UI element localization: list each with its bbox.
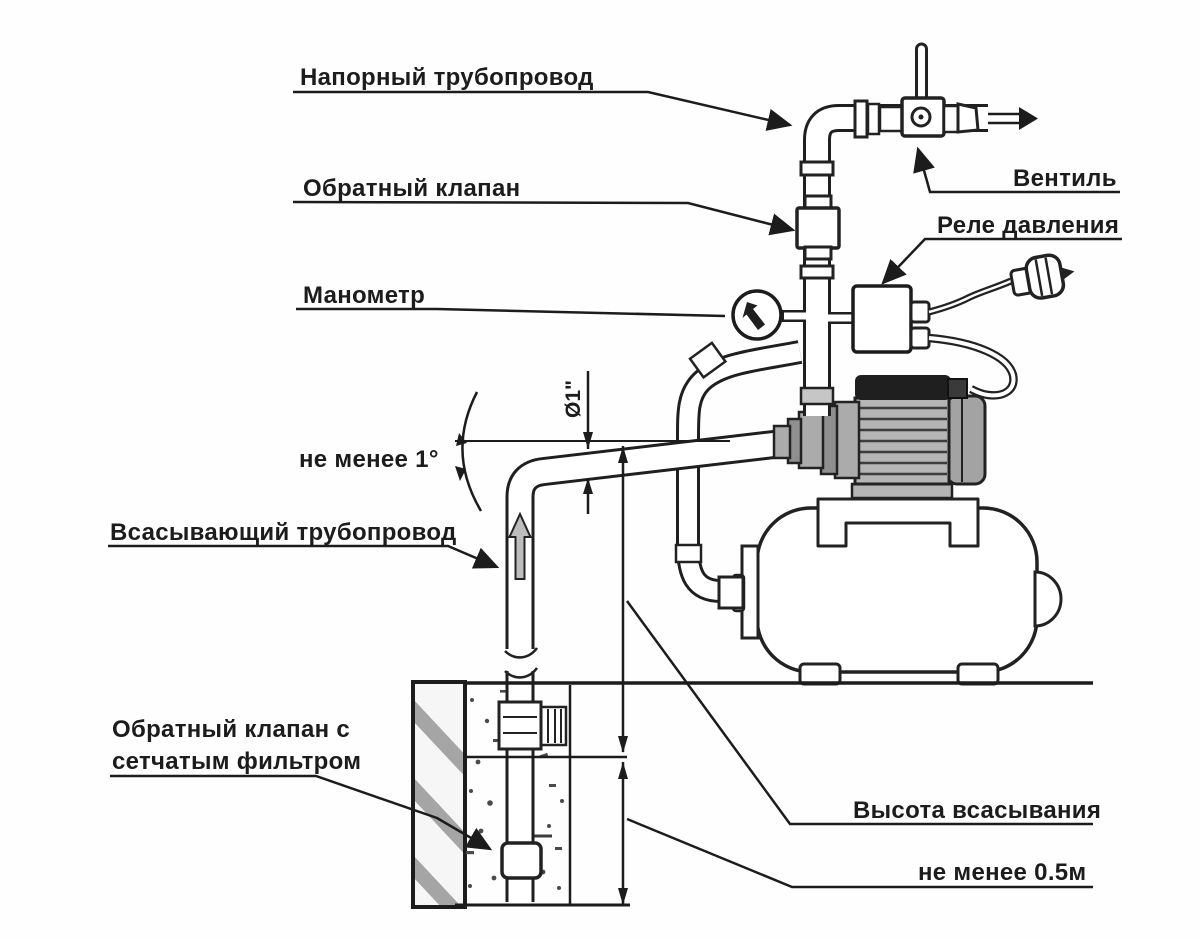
pressure-relay — [851, 253, 1075, 400]
pipe-break-upper — [504, 647, 539, 659]
power-plug — [1009, 253, 1075, 300]
foot-valve — [500, 841, 543, 880]
label-pressure-pipe: Напорный трубопровод — [300, 64, 594, 91]
slope-arc-arrow-bottom — [455, 466, 466, 481]
motor-ribs — [857, 406, 947, 476]
pressure-pipe-assembly — [731, 42, 1075, 416]
leader-pressure-pipe — [293, 90, 793, 131]
leader-suction-height — [625, 600, 1093, 826]
pipe-union-fitting — [688, 341, 728, 380]
label-min-slope: не менее 1° — [299, 446, 439, 473]
label-foot-valve-2: сетчатым фильтром — [112, 748, 361, 775]
pump-top-collar — [799, 386, 835, 406]
tank-foot-left — [798, 662, 842, 686]
manometer-gauge — [731, 289, 783, 341]
leader-min-depth — [626, 817, 1093, 889]
leader-lines — [108, 90, 1122, 889]
label-pressure-relay: Реле давления — [937, 212, 1119, 239]
terminal-cap-extension — [947, 378, 968, 399]
tank-body — [755, 506, 1039, 674]
dimension-arrowheads — [455, 432, 628, 905]
leader-manometer — [296, 307, 726, 318]
pump-head — [772, 400, 861, 480]
motor-terminal-cap — [855, 375, 951, 400]
motor-end-cap — [945, 394, 987, 486]
gauge-needle — [742, 302, 765, 330]
label-manometer: Манометр — [303, 282, 425, 309]
tank-inlet-port — [717, 575, 745, 610]
tank-foot-right — [956, 662, 1000, 686]
pump-unit — [772, 375, 987, 500]
label-foot-valve-1: Обратный клапан с — [112, 716, 350, 743]
leader-suction-pipe — [108, 544, 500, 569]
pipe-ring-fitting — [799, 160, 835, 177]
outlet-flow-arrow — [988, 107, 1038, 130]
labels: Напорный трубопровод Обратный клапан Ман… — [110, 64, 1119, 886]
shutoff-valve — [853, 42, 980, 139]
wall-hatch-stripes — [415, 701, 463, 905]
tank-right-boss — [1033, 570, 1063, 628]
dimension-lines — [455, 371, 1093, 907]
pipe-break-lower — [504, 667, 539, 679]
leader-valve — [913, 146, 1120, 194]
well-section — [411, 680, 564, 909]
pressure-tank — [717, 497, 1063, 686]
label-suction-pipe: Всасывающий трубопровод — [110, 519, 457, 546]
label-min-depth: не менее 0.5м — [918, 859, 1087, 886]
flow-up-arrow — [507, 511, 533, 580]
leader-relay — [881, 237, 1122, 285]
label-valve: Вентиль — [1013, 165, 1117, 192]
check-valve-fitting — [795, 194, 841, 280]
slope-arc-arrow-top — [456, 433, 467, 446]
tank-connection-pipe — [674, 340, 803, 603]
relay-box — [851, 284, 913, 354]
pipe-coupling — [674, 543, 703, 564]
motor-base — [850, 482, 954, 500]
label-check-valve: Обратный клапан — [303, 175, 520, 202]
suction-pipe — [497, 429, 780, 902]
leader-foot-valve — [110, 774, 493, 851]
slope-arc — [461, 391, 483, 512]
pipe-ground-coupling — [497, 700, 568, 751]
label-pipe-diameter: Ø1" — [562, 380, 585, 418]
leader-check-valve — [292, 200, 796, 236]
label-suction-height: Высота всасывания — [853, 797, 1101, 824]
